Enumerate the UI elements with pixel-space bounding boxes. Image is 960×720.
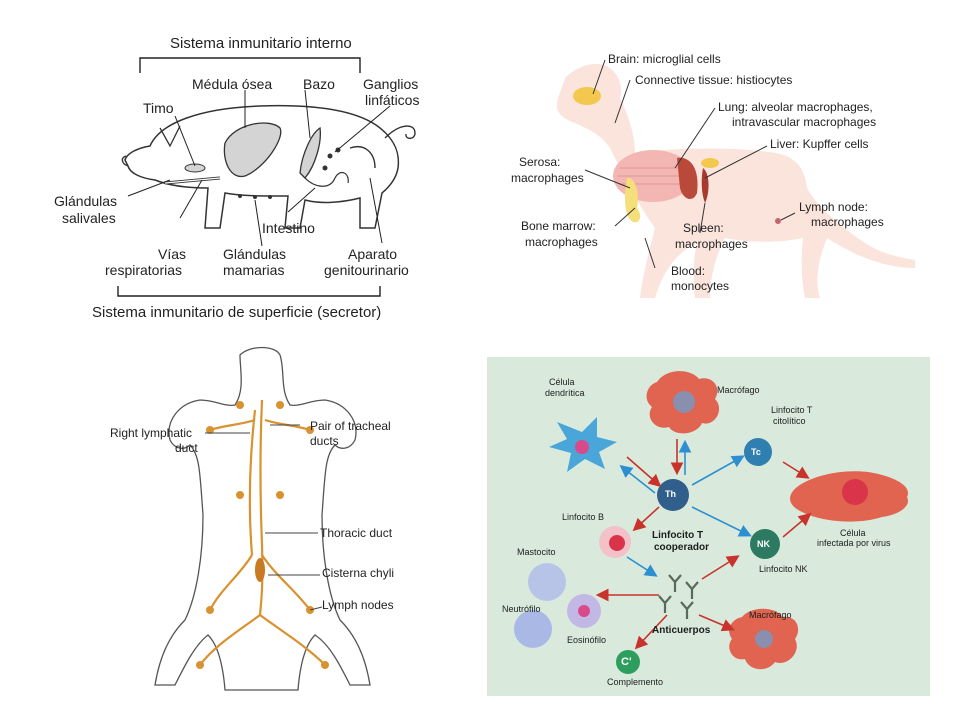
label-anticuerpos: Anticuerpos — [652, 625, 711, 636]
label-spleen-2: macrophages — [675, 237, 748, 251]
label-blood-1: Blood: — [671, 264, 706, 278]
label-glandulas-mam-2: mamarias — [223, 262, 285, 278]
pig-title-top: Sistema inmunitario interno — [170, 35, 352, 52]
label-connective: Connective tissue: histiocytes — [635, 73, 793, 87]
label-serosa-2: macrophages — [511, 171, 584, 185]
label-intestino: Intestino — [262, 220, 315, 236]
label-cooperador-1: Linfocito T — [652, 530, 704, 541]
label-lymph-1: Lymph node: — [799, 200, 868, 214]
label-ganglios-2: linfáticos — [365, 92, 420, 108]
label-tracheal-2: ducts — [310, 434, 339, 448]
bone-shape — [625, 177, 641, 223]
th-cell — [657, 479, 689, 511]
label-serosa-1: Serosa: — [519, 155, 561, 169]
label-bone-1: Bone marrow: — [521, 219, 596, 233]
label-mastocito: Mastocito — [517, 547, 556, 557]
dog-drawing — [556, 59, 915, 298]
label-linfocito-nk: Linfocito NK — [759, 564, 808, 574]
cisterna-shape — [255, 558, 265, 582]
lymphatic-system-diagram: Right lymphatic duct Pair of tracheal du… — [100, 345, 430, 710]
label-brain: Brain: microglial cells — [608, 52, 721, 66]
label-lung-1: Lung: alveolar macrophages, — [718, 100, 873, 114]
lymph-leader-lines — [205, 424, 323, 611]
genitourinary-shape — [349, 146, 376, 169]
label-right-duct-1: Right lymphatic — [110, 426, 193, 440]
bottom-bracket — [117, 286, 381, 297]
label-tracheal-1: Pair of tracheal — [310, 419, 391, 433]
lymphatic-drawing — [154, 346, 371, 691]
label-right-duct-2: duct — [175, 441, 198, 455]
dog-macrophage-diagram: Brain: microglial cells Connective tissu… — [505, 28, 925, 333]
nk-cell — [750, 529, 780, 559]
label-timo: Timo — [143, 100, 174, 116]
label-liver: Liver: Kupffer cells — [770, 137, 869, 151]
pig-tail — [384, 125, 416, 140]
label-neutrofilo: Neutrófilo — [502, 604, 541, 614]
label-dendritica-2: dendrítica — [545, 388, 585, 398]
mastocyte-cell — [528, 563, 566, 601]
label-linfocito-t-1: Linfocito T — [771, 405, 813, 415]
immune-cells-drawing — [514, 371, 908, 674]
thymus-shape — [184, 163, 206, 173]
top-bracket — [139, 57, 361, 73]
pig-leader-lines — [127, 89, 391, 247]
label-medula: Médula ósea — [192, 76, 273, 92]
antibodies — [658, 574, 699, 619]
label-eosinofilo: Eosinófilo — [567, 635, 607, 645]
label-lung-2: intravascular macrophages — [732, 115, 877, 129]
label-celula-inf-1: Célula — [840, 528, 866, 538]
pig-outline — [124, 104, 400, 229]
label-vias-1: Vías — [158, 246, 187, 262]
label-macrofago-top: Macrófago — [717, 385, 760, 395]
label-spleen-1: Spleen: — [683, 221, 724, 235]
pig-drawing — [117, 57, 416, 297]
complement-cell-label: C' — [621, 656, 632, 668]
label-aparato-2: genitourinario — [324, 262, 409, 278]
label-linfocito-b: Linfocito B — [562, 512, 605, 522]
pig-title-bottom: Sistema inmunitario de superficie (secre… — [92, 304, 382, 321]
label-blood-2: monocytes — [671, 279, 730, 293]
label-linfocito-t-2: citolítico — [773, 416, 806, 426]
label-thoracic: Thoracic duct — [320, 526, 393, 540]
intestine-shape — [304, 171, 349, 187]
tc-cell — [744, 438, 772, 466]
bone-marrow-shape — [223, 122, 282, 178]
brain-shape — [573, 87, 601, 105]
label-bone-2: macrophages — [525, 235, 598, 249]
label-aparato-1: Aparato — [348, 246, 398, 262]
label-complemento: Complemento — [607, 677, 664, 687]
label-cisterna: Cisterna chyli — [322, 566, 395, 580]
dog-leader-lines — [584, 59, 796, 269]
lymph-node-shape — [775, 218, 781, 224]
label-celula-inf-2: infectada por virus — [817, 538, 891, 548]
nk-cell-label: NK — [757, 539, 770, 549]
label-ganglios-1: Ganglios — [363, 76, 419, 92]
liver-shape — [677, 157, 698, 200]
lymph-node-dots — [196, 401, 329, 669]
label-glandulas-sal-1: Glándulas — [54, 193, 118, 209]
complement-cell — [616, 650, 640, 674]
label-dendritica-1: Célula — [549, 377, 575, 387]
label-lymph-nodes: Lymph nodes — [322, 598, 394, 612]
pig-immune-diagram: Sistema inmunitario interno Médula ósea … — [30, 28, 460, 333]
tc-cell-label: Tc — [751, 447, 761, 457]
label-vias-2: respiratorias — [105, 262, 183, 278]
immune-cells-diagram: Célula dendrítica Macrófago Linfocito T … — [487, 357, 930, 696]
label-glandulas-mam-1: Glándulas — [223, 246, 287, 262]
spleen-shape — [299, 126, 321, 179]
label-macrofago-bottom: Macrófago — [749, 610, 792, 620]
label-lymph-2: macrophages — [811, 215, 884, 229]
label-glandulas-sal-2: salivales — [62, 210, 116, 226]
label-cooperador-2: cooperador — [654, 542, 710, 553]
neutrophil-cell — [514, 610, 552, 648]
dog-silhouette — [556, 63, 915, 298]
th-cell-label: Th — [665, 489, 676, 499]
animal-outline — [154, 346, 371, 691]
label-bazo: Bazo — [303, 76, 335, 92]
